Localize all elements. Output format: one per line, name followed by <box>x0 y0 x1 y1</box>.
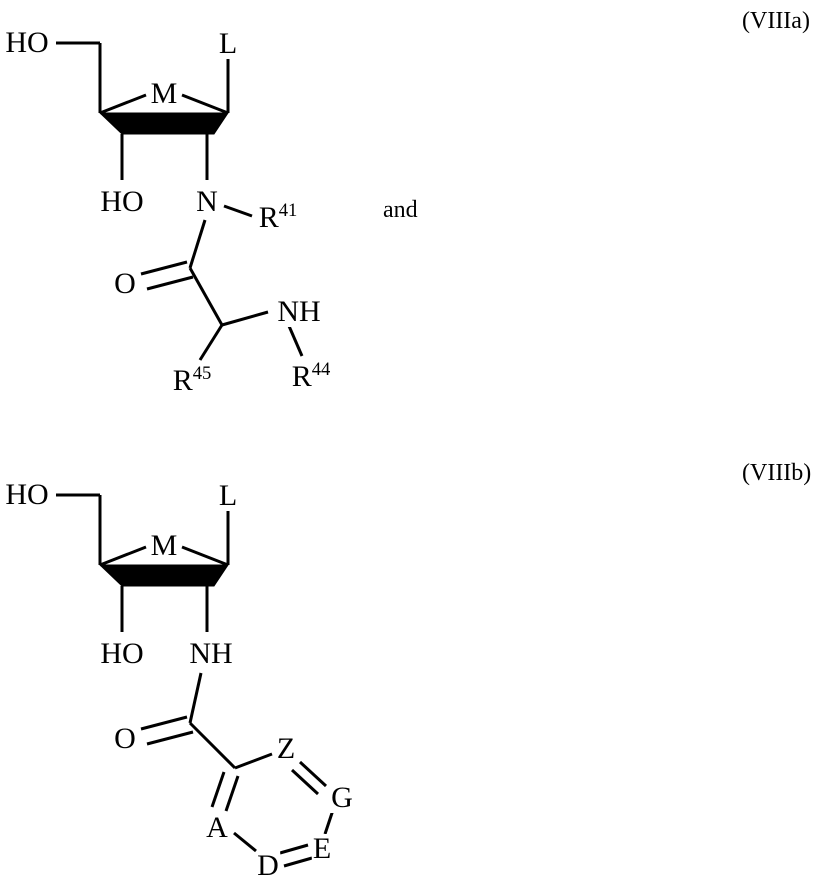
r44-base: R <box>291 360 312 393</box>
bond-ipso-to-z <box>234 752 273 770</box>
bond-nh-to-r44 <box>287 325 304 357</box>
bond-d-to-a <box>233 831 257 853</box>
structure-label-viiib: (VIIIb) <box>742 460 812 486</box>
atom-label-hydroxymethyl-ho-a: HO <box>4 26 50 59</box>
r45-superscript: 45 <box>192 363 212 384</box>
atom-label-ring-substituent-l-b: L <box>217 479 239 512</box>
conjunction-and: and <box>383 197 418 223</box>
atom-label-ring-hydroxyl-ho-b: HO <box>99 637 145 670</box>
atom-label-aryl-e: E <box>311 832 333 865</box>
atom-label-amide-nh-b: NH <box>188 637 234 670</box>
bond-a-ipso-double-b <box>210 771 226 808</box>
bond-z-g-double-b <box>290 768 320 796</box>
atom-label-ring-hetero-m-a: M <box>149 77 179 110</box>
bond-e-d-double-b <box>283 856 313 868</box>
atom-label-amide-nitrogen-a: N <box>195 185 219 218</box>
r44-superscript: 44 <box>311 359 331 380</box>
bond-carbonyl-double-a-b <box>140 715 188 731</box>
atom-label-n-substituent-r41: R41 <box>257 200 299 234</box>
r45-base: R <box>172 364 193 397</box>
structure-viiib-bonds <box>56 493 335 868</box>
bond-e-d-double-a <box>279 843 309 855</box>
atom-label-aryl-d: D <box>256 849 280 882</box>
atom-label-ring-hetero-m-b: M <box>149 529 179 562</box>
atom-label-hydroxymethyl-ho-b: HO <box>4 478 50 511</box>
atom-label-ring-substituent-l-a: L <box>217 27 239 60</box>
bond-a-ipso-double-a <box>224 775 240 812</box>
bond-alpha-to-r45 <box>198 324 224 361</box>
bond-m-to-ring-c1-b <box>181 545 229 567</box>
atom-label-aryl-g: G <box>330 781 354 814</box>
atom-label-amine-substituent-r44: R44 <box>290 359 332 393</box>
atom-label-aryl-z: Z <box>275 732 297 765</box>
bond-carbonyl-to-aryl <box>188 721 237 770</box>
atom-label-amine-nh-a: NH <box>276 295 322 328</box>
bond-nh-to-carbonyl-b <box>188 672 203 724</box>
bond-alpha-to-nh <box>221 310 269 327</box>
atom-label-carbonyl-oxygen-b: O <box>113 722 137 755</box>
bond-carbonyl-double-b-b <box>146 730 194 746</box>
r41-base: R <box>258 201 279 234</box>
atom-label-aryl-a: A <box>205 811 229 844</box>
bond-carbonyl-double-b <box>146 275 194 291</box>
atom-label-alpha-side-chain-r45: R45 <box>171 363 213 397</box>
bond-m-to-ring-c1 <box>181 93 229 115</box>
atom-label-ring-hydroxyl-ho-a: HO <box>99 185 145 218</box>
bond-ring-c4-to-m-b <box>99 545 147 567</box>
bond-carbonyl-double-a <box>140 260 188 276</box>
r41-superscript: 41 <box>278 200 298 221</box>
structure-label-viiia: (VIIIa) <box>742 8 810 34</box>
bond-n-to-r41 <box>223 204 253 218</box>
bond-z-g-double-a <box>298 760 328 788</box>
atom-label-carbonyl-oxygen-a: O <box>113 267 137 300</box>
ring-front-wedge <box>98 112 229 135</box>
bond-n-to-carbonyl <box>188 219 207 269</box>
bond-carbonyl-to-alpha <box>188 267 224 326</box>
ring-front-wedge-b <box>98 564 229 587</box>
bond-ring-c4-to-m <box>99 93 147 115</box>
